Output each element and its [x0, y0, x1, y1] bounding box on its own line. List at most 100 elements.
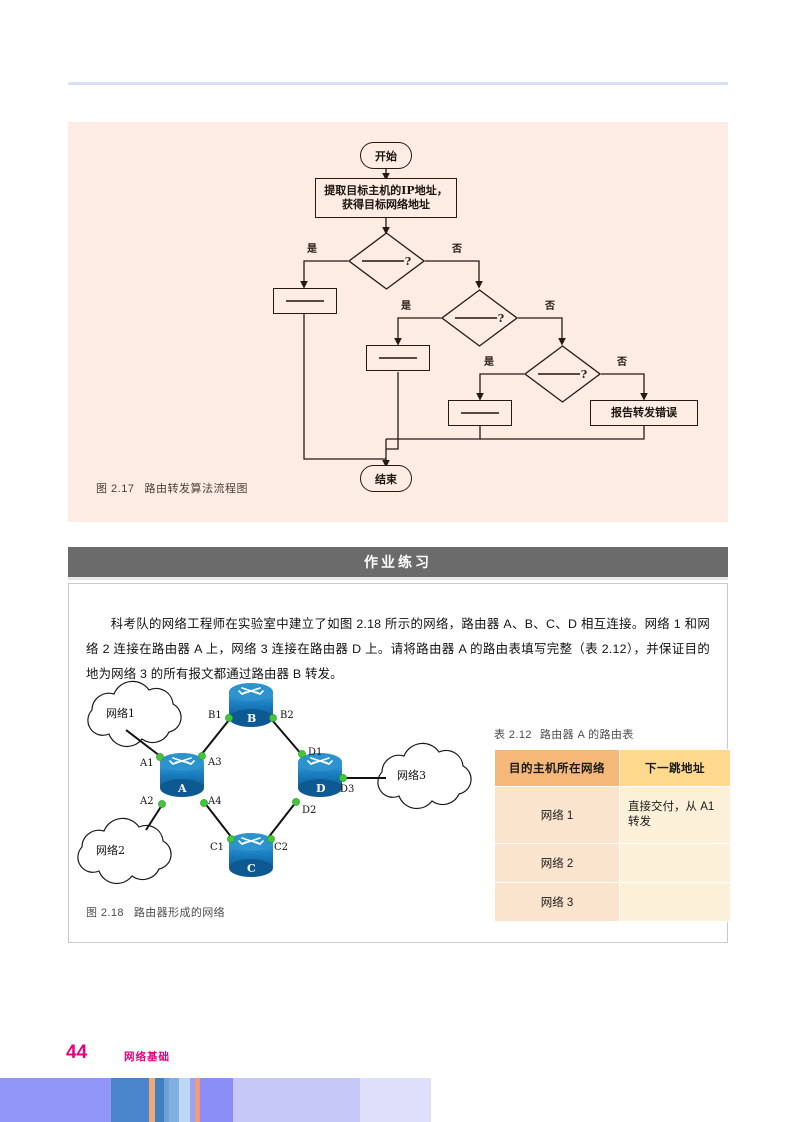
flow-label-d1-no: 否: [452, 244, 462, 255]
flow-decision-3-text: ?: [524, 345, 601, 403]
blank-rule: [537, 373, 580, 375]
footer-bar-segment-7: [190, 1078, 195, 1122]
flow-decision-2-text: ?: [441, 289, 518, 347]
router-B-shape: [229, 683, 273, 727]
flow-node-error-label: 报告转发错误: [611, 406, 677, 419]
table-cell-nexthop-2[interactable]: [619, 843, 731, 883]
footer-bar-segment-11: [360, 1078, 431, 1122]
flow-node-extract-label: 提取目标主机的IP地址，获得目标网络地址: [324, 184, 448, 211]
flow-label-d2-no: 否: [545, 301, 555, 312]
port-C2-dot: [267, 835, 275, 843]
port-A2-dot: [158, 800, 166, 808]
table-header-nexthop: 下一跳地址: [619, 749, 731, 787]
cloud-label-net1: 网络1: [106, 707, 135, 720]
routing-table: 目的主机所在网络 下一跳地址 网络 1 直接交付，从 A1 转发 网络 2 网络…: [494, 749, 731, 922]
flow-label-d1-yes: 是: [307, 244, 317, 255]
figure-2-18-caption-text: 路由器形成的网络: [133, 907, 226, 919]
interface-label-D2: D2: [302, 805, 317, 816]
cloud-label-net2: 网络2: [96, 844, 125, 857]
footer-bar-segment-9: [200, 1078, 233, 1122]
figure-2-17-panel: 开始 提取目标主机的IP地址，获得目标网络地址 ? 是 否: [68, 122, 728, 522]
flow-node-end: 结束: [360, 465, 412, 492]
table-row: 网络 1 直接交付，从 A1 转发: [494, 786, 731, 844]
port-D2-dot: [292, 798, 300, 806]
table-cell-network-2: 网络 2: [494, 843, 620, 883]
flow-label-d3-no: 否: [617, 357, 627, 368]
footer-bar-segment-1: [111, 1078, 149, 1122]
port-B2-dot: [269, 714, 277, 722]
flow-decision-1-text: ?: [348, 232, 425, 290]
interface-label-D3: D3: [340, 784, 355, 795]
interface-label-A1: A1: [140, 758, 154, 769]
flow-decision-3: ?: [524, 345, 601, 403]
flow-node-extract: 提取目标主机的IP地址，获得目标网络地址: [315, 178, 457, 218]
interface-label-C1: C1: [210, 842, 225, 853]
table-2-12-caption-label: 表 2.12: [494, 729, 532, 741]
flow-node-start-label: 开始: [375, 149, 397, 163]
footer-bar-segment-10: [233, 1078, 360, 1122]
footer-bar-segment-0: [0, 1078, 111, 1122]
flow-node-start: 开始: [360, 142, 412, 169]
section-band-homework: 作业练习: [68, 547, 728, 577]
flow-label-d3-yes: 是: [484, 357, 494, 368]
figure-2-18-caption-label: 图 2.18: [86, 907, 124, 919]
flowchart-connectors: [300, 169, 648, 468]
footer-bar-segment-3: [155, 1078, 164, 1122]
exercise-body-text: 科考队的网络工程师在实验室中建立了如图 2.18 所示的网络，路由器 A、B、C…: [86, 617, 710, 682]
port-A4-dot: [200, 799, 208, 807]
table-cell-nexthop-3[interactable]: [619, 882, 731, 922]
table-header-network: 目的主机所在网络: [494, 749, 620, 787]
flow-node-action-1: [273, 288, 337, 314]
table-cell-nexthop-1[interactable]: 直接交付，从 A1 转发: [619, 786, 731, 844]
interface-label-B1: B1: [208, 710, 222, 721]
interface-label-C2: C2: [274, 842, 289, 853]
footer-bar-segment-2: [149, 1078, 155, 1122]
section-band-shadow: [68, 577, 728, 580]
table-header-row: 目的主机所在网络 下一跳地址: [494, 749, 731, 787]
network-graphics: [77, 680, 472, 885]
footer-bar-segment-5: [169, 1078, 179, 1122]
flowchart: 开始 提取目标主机的IP地址，获得目标网络地址 ? 是 否: [68, 122, 728, 522]
running-title: 网络基础: [124, 1051, 170, 1063]
router-label-B: B: [247, 712, 257, 725]
footer-color-bar: [0, 1078, 431, 1122]
router-label-A: A: [178, 782, 187, 795]
footer-bar-segment-4: [164, 1078, 169, 1122]
router-C-shape: [229, 833, 273, 877]
port-A1-dot: [156, 753, 164, 761]
blank-rule: [454, 317, 497, 319]
interface-label-A3: A3: [208, 757, 222, 768]
footer-bar-segment-6: [179, 1078, 190, 1122]
router-label-C: C: [247, 862, 256, 875]
figure-2-17-caption-text: 路由转发算法流程图: [144, 483, 248, 495]
flow-node-action-2: [366, 345, 430, 371]
blank-rule: [361, 260, 404, 262]
port-D1-dot: [298, 750, 306, 758]
page-number: 44: [66, 1042, 88, 1063]
table-row: 网络 3: [494, 882, 731, 922]
cloud-label-net3: 网络3: [397, 769, 426, 782]
port-A3-dot: [198, 752, 206, 760]
interface-label-D1: D1: [308, 747, 323, 758]
interface-label-A2: A2: [140, 796, 154, 807]
figure-2-18-diagram: 网络1 网络2 网络3 A B C D A1 A2 A3 A4 B1 B2 C1…: [74, 672, 474, 897]
table-cell-network-3: 网络 3: [494, 882, 620, 922]
flow-label-d2-yes: 是: [401, 301, 411, 312]
header-rule: [68, 82, 728, 85]
flow-decision-2: ?: [441, 289, 518, 347]
section-band-title: 作业练习: [364, 554, 432, 570]
exercise-box: 科考队的网络工程师在实验室中建立了如图 2.18 所示的网络，路由器 A、B、C…: [68, 583, 731, 943]
port-D3-dot: [339, 774, 347, 782]
flow-node-action-3: [448, 400, 512, 426]
interface-label-A4: A4: [208, 796, 222, 807]
figure-2-17-caption-label: 图 2.17: [96, 483, 135, 495]
figure-2-18-caption: 图 2.18 路由器形成的网络: [86, 904, 225, 920]
router-D-shape: [298, 753, 342, 797]
router-label-D: D: [316, 782, 326, 795]
footer-bar-segment-8: [195, 1078, 200, 1122]
table-row: 网络 2: [494, 843, 731, 883]
flow-node-end-label: 结束: [375, 472, 397, 486]
table-cell-network-1: 网络 1: [494, 786, 620, 844]
